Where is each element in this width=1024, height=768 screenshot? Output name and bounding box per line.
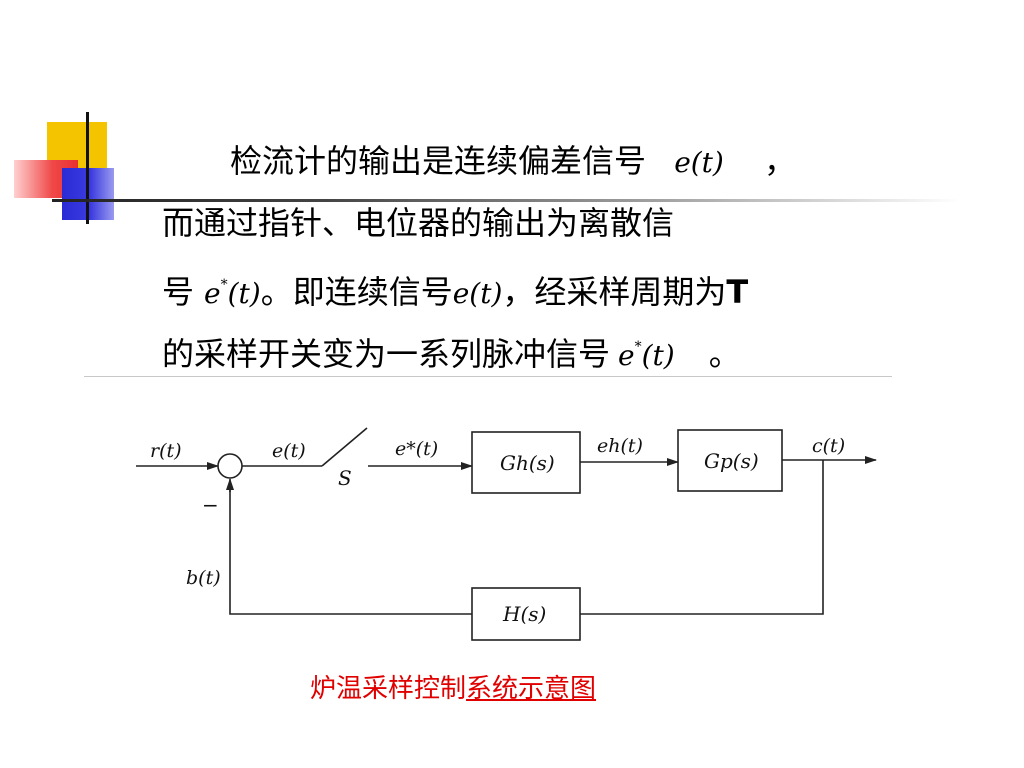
label-hold-block: Gh(s) bbox=[500, 451, 555, 475]
text-segment: 检流计的输出是连续偏差信号 bbox=[230, 142, 647, 180]
text-segment: 而通过指针、电位器的输出为离散信 bbox=[162, 204, 675, 242]
text-segment: 号 bbox=[162, 273, 195, 311]
math-arg: (t) bbox=[227, 277, 261, 310]
math-sup: * bbox=[220, 277, 228, 293]
math-arg: (t) bbox=[641, 339, 675, 372]
sampler-switch bbox=[321, 427, 368, 467]
text-T: T bbox=[726, 273, 749, 311]
summing-junction bbox=[217, 453, 243, 479]
caption-text: 炉温采样控制 bbox=[310, 674, 467, 704]
text-segment: 。即连续信号 bbox=[260, 273, 453, 311]
decor-horizontal-rule bbox=[52, 199, 960, 202]
diagram-caption: 炉温采样控制系统示意图 bbox=[310, 668, 596, 705]
label-plant-block: Gp(s) bbox=[704, 449, 759, 473]
text-segment: ， bbox=[764, 142, 797, 180]
label-sampled: e*(t) bbox=[395, 438, 438, 460]
text-segment: ，经采样周期为 bbox=[502, 273, 727, 311]
label-minus-sign: − bbox=[202, 493, 219, 517]
separator-line bbox=[84, 376, 892, 377]
math-e-t: e(t) bbox=[674, 146, 724, 179]
math-sup: * bbox=[634, 339, 642, 355]
label-input: r(t) bbox=[150, 440, 182, 462]
paragraph-line-1: 检流计的输出是连续偏差信号 e(t) ， bbox=[162, 130, 922, 192]
math-e-star-t: e*(t) bbox=[204, 277, 261, 310]
feedback-path-right bbox=[580, 460, 824, 615]
label-feedback: b(t) bbox=[186, 567, 221, 589]
caption-underlined-text: 系统示意图 bbox=[466, 674, 597, 704]
label-hold-output: eh(t) bbox=[597, 435, 643, 457]
decor-vertical-line bbox=[86, 112, 89, 224]
label-error: e(t) bbox=[272, 440, 306, 462]
text-segment: 的采样开关变为一系列脉冲信号 bbox=[162, 335, 611, 373]
label-switch: S bbox=[338, 466, 352, 490]
math-e-star-t: e*(t) bbox=[618, 339, 675, 372]
math-base: e bbox=[618, 339, 635, 372]
math-e-t: e(t) bbox=[452, 277, 503, 310]
feedback-path-left bbox=[229, 490, 472, 615]
paragraph-line-2: 而通过指针、电位器的输出为离散信 bbox=[162, 192, 922, 254]
label-feedback-block: H(s) bbox=[502, 602, 546, 626]
math-base: e bbox=[204, 277, 221, 310]
text-segment: 。 bbox=[708, 335, 741, 373]
label-output: c(t) bbox=[812, 435, 845, 457]
